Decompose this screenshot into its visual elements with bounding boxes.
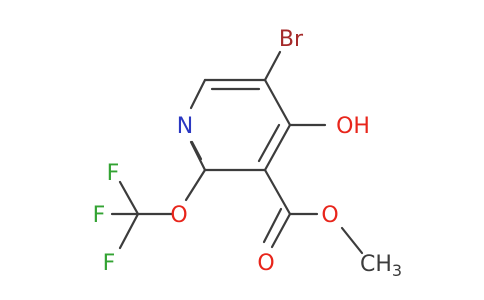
bond-c4-c3 <box>263 123 292 172</box>
bond-cf3-f-top <box>118 180 140 216</box>
bond-cf3-f-bottom <box>118 212 140 250</box>
double-bond-c2-n-inner <box>190 140 203 161</box>
bond-c5-br <box>263 50 282 82</box>
atom-o-ether: O <box>170 203 187 228</box>
atom-n: N <box>177 114 193 139</box>
atom-oh: OH <box>336 114 370 139</box>
atom-o-ester: O <box>321 203 338 228</box>
bond-n-c6 <box>189 78 207 110</box>
atom-ch3: CH3 <box>360 252 402 280</box>
bond-c2-o <box>184 168 207 202</box>
atom-br: Br <box>279 27 304 52</box>
atom-f-bottom: F <box>103 251 116 276</box>
atom-f-left: F <box>93 203 106 228</box>
atom-f-top: F <box>107 161 120 186</box>
bond-c5-c4 <box>263 78 292 127</box>
bond-carbonyl-o-double-1 <box>270 212 292 249</box>
bond-c3-ccarbonyl <box>263 168 292 216</box>
bond-carbonyl-o-double-2 <box>262 207 283 244</box>
bond-oester-ch3 <box>340 226 364 255</box>
atom-o-carbonyl: O <box>257 251 274 276</box>
double-bond-c4-c3-inner <box>257 123 281 163</box>
